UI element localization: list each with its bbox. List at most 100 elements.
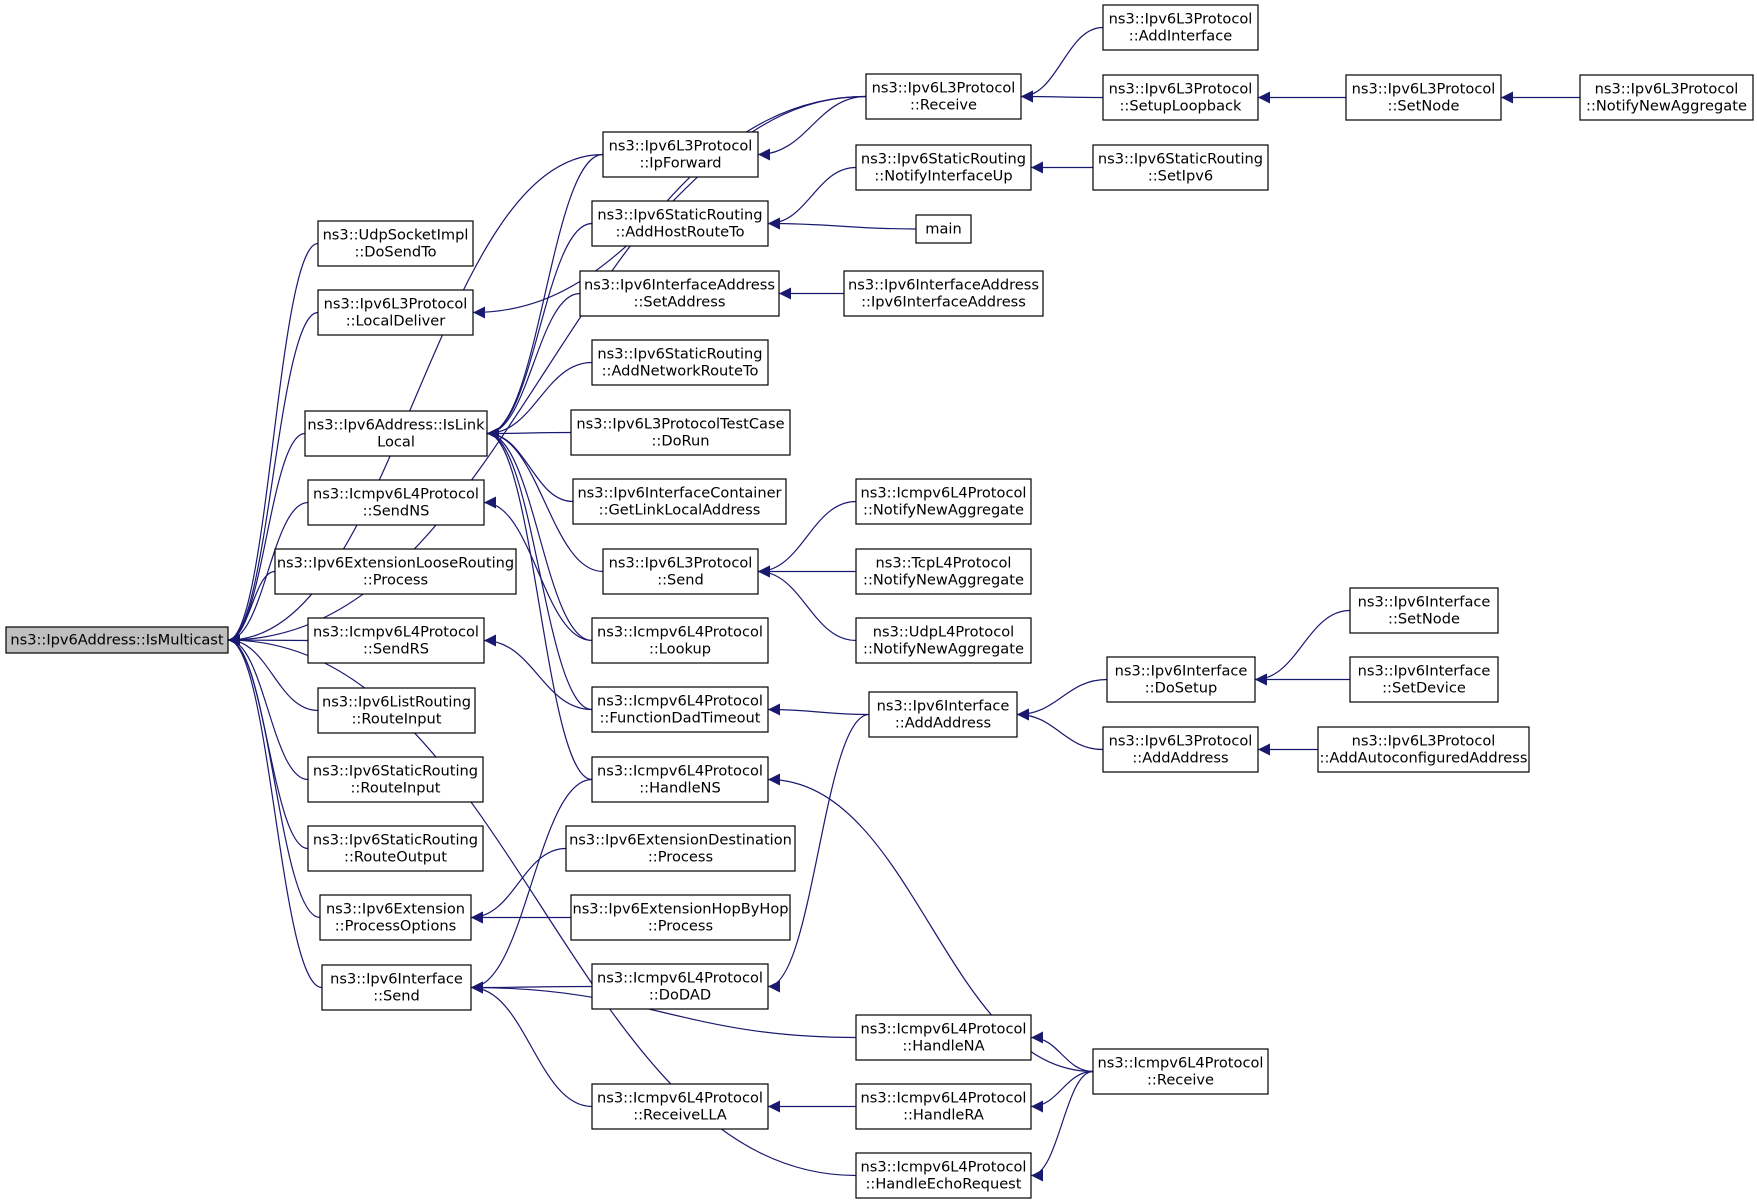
node-label: ns3::Ipv6L3Protocol [324, 296, 468, 313]
edge-udp-notifynewaggregate-to-l3-send [757, 565, 857, 642]
graph-node-icmp-sendrs[interactable]: ns3::Icmpv6L4Protocol::SendRS [307, 617, 485, 664]
node-label: ::SetupLoopback [1120, 98, 1243, 115]
graph-node-l3-ipforward[interactable]: ns3::Ipv6L3Protocol::IpForward [602, 131, 759, 178]
edge-line [227, 634, 323, 989]
node-box [307, 479, 485, 526]
graph-node-iface-setdevice[interactable]: ns3::Ipv6Interface::SetDevice [1349, 656, 1499, 703]
graph-node-icmp-functiondadtimeout[interactable]: ns3::Icmpv6L4Protocol::FunctionDadTimeou… [591, 686, 769, 733]
node-label: ns3::Ipv6ListRouting [322, 694, 471, 711]
graph-node-l3-send[interactable]: ns3::Ipv6L3Protocol::Send [602, 548, 759, 595]
node-label: ns3::Ipv6StaticRouting [313, 832, 478, 849]
node-label: ns3::UdpL4Protocol [873, 624, 1014, 641]
edge-line [1030, 1070, 1094, 1182]
graph-node-static-setipv6[interactable]: ns3::Ipv6StaticRouting::SetIpv6 [1092, 144, 1269, 191]
node-box [855, 478, 1032, 525]
node-label: ns3::Ipv6L3Protocol [1352, 81, 1496, 98]
graph-node-static-routeoutput[interactable]: ns3::Ipv6StaticRouting::RouteOutput [307, 825, 484, 872]
edge-icmp-handlena-to-iface-send [470, 981, 857, 1039]
graph-node-l3-addautoconfigured[interactable]: ns3::Ipv6L3Protocol::AddAutoconfiguredAd… [1317, 726, 1530, 773]
graph-node-udp-dosendto[interactable]: ns3::UdpSocketImpl::DoSendTo [317, 220, 474, 267]
node-label: ::HandleNS [639, 780, 720, 797]
graph-node-static-routeinput[interactable]: ns3::Ipv6StaticRouting::RouteInput [307, 756, 484, 803]
graph-node-static-addnetworkrouteto[interactable]: ns3::Ipv6StaticRouting::AddNetworkRouteT… [591, 339, 769, 386]
graph-node-icmp-handlena[interactable]: ns3::Icmpv6L4Protocol::HandleNA [855, 1014, 1032, 1061]
node-label: ns3::Ipv6L3Protocol [872, 80, 1016, 97]
graph-node-icmp-lookup[interactable]: ns3::Icmpv6L4Protocol::Lookup [591, 617, 769, 664]
node-label: ns3::Icmpv6L4Protocol [313, 624, 479, 641]
graph-node-ifaddr-setaddress[interactable]: ns3::Ipv6InterfaceAddress::SetAddress [579, 270, 780, 317]
graph-node-listrouting-routeinput[interactable]: ns3::Ipv6ListRouting::RouteInput [317, 687, 476, 734]
graph-node-iface-dosetup[interactable]: ns3::Ipv6Interface::DoSetup [1106, 656, 1256, 703]
graph-node-tcp-notifynewaggregate[interactable]: ns3::TcpL4Protocol::NotifyNewAggregate [855, 548, 1032, 595]
node-label: ::SetNode [1388, 611, 1460, 628]
graph-node-l3-addaddress[interactable]: ns3::Ipv6L3Protocol::AddAddress [1102, 726, 1259, 773]
edge-static-notifyinterfaceup-to-static-addhostrouteto [767, 166, 857, 230]
node-label: ns3::Ipv6Interface [877, 698, 1010, 715]
node-box [572, 478, 787, 525]
graph-node-ext-looserouting[interactable]: ns3::Ipv6ExtensionLooseRouting::Process [274, 548, 517, 595]
graph-node-l3-receive[interactable]: ns3::Ipv6L3Protocol::Receive [865, 73, 1022, 120]
node-box [591, 756, 769, 803]
edge-line [1254, 609, 1351, 686]
graph-node-ifcontainer-getlinklocal[interactable]: ns3::Ipv6InterfaceContainer::GetLinkLoca… [572, 478, 787, 525]
graph-node-main[interactable]: main [915, 214, 972, 244]
node-label: ::DoRun [652, 433, 710, 450]
graph-node-static-notifyinterfaceup[interactable]: ns3::Ipv6StaticRouting::NotifyInterfaceU… [855, 144, 1032, 191]
node-box [1102, 4, 1259, 51]
node-label: ns3::Icmpv6L4Protocol [861, 1159, 1027, 1176]
graph-node-iface-send[interactable]: ns3::Ipv6Interface::Send [321, 964, 472, 1011]
graph-node-icmp-handleechorequest[interactable]: ns3::Icmpv6L4Protocol::HandleEchoRequest [855, 1152, 1032, 1199]
edge-l3test-dorun-to-islinklocal [486, 427, 572, 440]
graph-node-icmp-notifynewaggregate[interactable]: ns3::Icmpv6L4Protocol::NotifyNewAggregat… [855, 478, 1032, 525]
graph-node-udp-notifynewaggregate[interactable]: ns3::UdpL4Protocol::NotifyNewAggregate [855, 617, 1032, 664]
graph-node-l3-addinterface[interactable]: ns3::Ipv6L3Protocol::AddInterface [1102, 4, 1259, 51]
node-box [602, 548, 759, 595]
edge-line [1020, 90, 1104, 103]
node-label: ns3::Ipv6Interface [1115, 663, 1248, 680]
graph-node-l3-localdeliver[interactable]: ns3::Ipv6L3Protocol::LocalDeliver [317, 289, 474, 336]
edge-icmp-receive-to-icmp-handleechorequest [1030, 1070, 1094, 1182]
edge-ext-destination-process-to-ext-processoptions [470, 847, 567, 924]
node-label: main [925, 221, 961, 238]
edge-listrouting-routeinput-to-root [227, 634, 319, 712]
graph-node-iface-addaddress[interactable]: ns3::Ipv6Interface::AddAddress [868, 691, 1018, 738]
node-label: ::DoSendTo [354, 244, 436, 261]
graph-node-ext-destination-process[interactable]: ns3::Ipv6ExtensionDestination::Process [565, 825, 796, 872]
graph-node-l3-notifynewaggregate[interactable]: ns3::Ipv6L3Protocol::NotifyNewAggregate [1579, 74, 1754, 121]
graph-node-l3-setuploopback[interactable]: ns3::Ipv6L3Protocol::SetupLoopback [1102, 74, 1259, 121]
graph-node-l3-setnode[interactable]: ns3::Ipv6L3Protocol::SetNode [1345, 74, 1502, 121]
edge-l3-receive-to-l3-ipforward [757, 95, 867, 161]
node-box [602, 131, 759, 178]
node-label: ns3::Ipv6L3Protocol [609, 138, 753, 155]
edge-l3-ipforward-to-root [227, 153, 604, 646]
graph-node-icmp-handlens[interactable]: ns3::Icmpv6L4Protocol::HandleNS [591, 756, 769, 803]
graph-node-icmp-dodad[interactable]: ns3::Icmpv6L4Protocol::DoDAD [591, 963, 769, 1010]
node-label: ::Receive [1147, 1072, 1214, 1089]
graph-node-static-addhostrouteto[interactable]: ns3::Ipv6StaticRouting::AddHostRouteTo [591, 200, 769, 247]
node-label: ::HandleRA [903, 1107, 984, 1124]
edge-icmp-lookup-to-islinklocal [486, 427, 593, 642]
edge-iface-addaddress-to-icmp-functiondadtimeout [767, 703, 870, 716]
graph-node-ext-processoptions[interactable]: ns3::Ipv6Extension::ProcessOptions [319, 894, 472, 941]
node-label: ::SendNS [363, 503, 430, 520]
node-label: ns3::Ipv6Interface [1358, 663, 1491, 680]
node-label: ::Process [363, 572, 428, 589]
edge-iface-setnode-to-iface-dosetup [1254, 609, 1351, 686]
node-label: ::AddInterface [1129, 28, 1232, 45]
graph-node-icmp-handlera[interactable]: ns3::Icmpv6L4Protocol::HandleRA [855, 1083, 1032, 1130]
edge-line [767, 217, 917, 230]
node-label: ::SetIpv6 [1148, 168, 1213, 185]
graph-node-icmp-receivella[interactable]: ns3::Icmpv6L4Protocol::ReceiveLLA [591, 1083, 769, 1130]
graph-node-ifaddr-ctor[interactable]: ns3::Ipv6InterfaceAddress::Ipv6Interface… [843, 270, 1044, 317]
graph-node-l3test-dorun[interactable]: ns3::Ipv6L3ProtocolTestCase::DoRun [570, 409, 791, 456]
edge-iface-send-to-root [227, 634, 323, 989]
node-box [1345, 74, 1502, 121]
graph-node-icmp-sendns[interactable]: ns3::Icmpv6L4Protocol::SendNS [307, 479, 485, 526]
graph-node-root[interactable]: ns3::Ipv6Address::IsMulticast [5, 626, 229, 654]
graph-node-ext-hopbyhop-process[interactable]: ns3::Ipv6ExtensionHopByHop::Process [570, 894, 791, 941]
graph-node-icmp-receive[interactable]: ns3::Icmpv6L4Protocol::Receive [1092, 1048, 1269, 1095]
node-label: ::RouteInput [352, 711, 442, 728]
node-box [855, 548, 1032, 595]
graph-node-iface-setnode[interactable]: ns3::Ipv6Interface::SetNode [1349, 587, 1499, 634]
